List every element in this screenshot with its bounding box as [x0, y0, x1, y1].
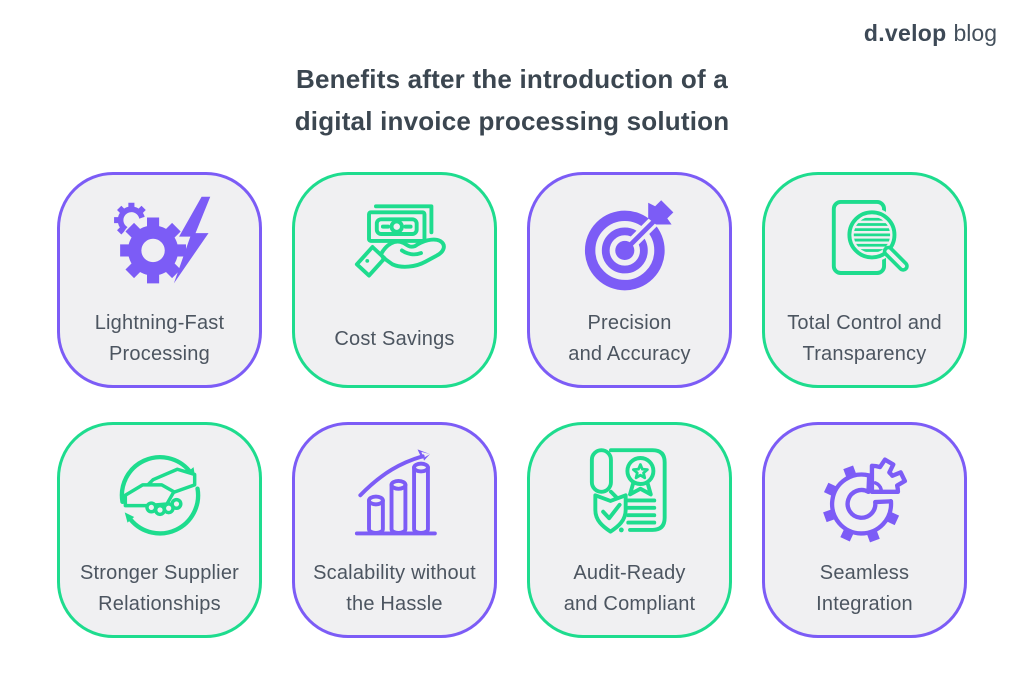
- page-title-line1: Benefits after the introduction of a: [296, 64, 728, 94]
- certificate-shield-icon: [578, 437, 682, 557]
- benefit-label: Stronger Supplier Relationships: [79, 562, 240, 615]
- target-dart-icon: [578, 187, 682, 307]
- benefit-label: Seamless Integration: [816, 562, 913, 615]
- benefit-card-seamless-integration: Seamless Integration: [762, 422, 967, 638]
- benefits-grid: Lightning-Fast Processing: [57, 172, 967, 638]
- benefit-label: Audit-Ready and Compliant: [563, 562, 696, 615]
- logo-brand-text: d.velop: [863, 20, 947, 46]
- gears-lightning-icon: [108, 187, 212, 307]
- handshake-cycle-icon: [108, 437, 212, 557]
- benefit-label: Precision and Accuracy: [568, 312, 691, 365]
- benefit-card-stronger-supplier-relationships: Stronger Supplier Relationships: [57, 422, 262, 638]
- page-title: Benefits after the introduction of a dig…: [0, 58, 1024, 142]
- benefit-label: Lightning-Fast Processing: [94, 312, 225, 365]
- benefit-label: Scalability without the Hassle: [313, 562, 476, 615]
- benefit-card-lightning-fast-processing: Lightning-Fast Processing: [57, 172, 262, 388]
- benefit-card-precision-accuracy: Precision and Accuracy: [527, 172, 732, 388]
- benefit-card-total-control-transparency: Total Control and Transparency: [762, 172, 967, 388]
- benefit-card-audit-ready-compliant: Audit-Ready and Compliant: [527, 422, 732, 638]
- benefit-card-cost-savings: Cost Savings: [292, 172, 497, 388]
- benefit-card-scalability: Scalability without the Hassle: [292, 422, 497, 638]
- benefit-label: Total Control and Transparency: [787, 312, 942, 365]
- cash-in-hand-icon: [343, 187, 447, 307]
- page-title-line2: digital invoice processing solution: [294, 106, 730, 136]
- growth-bars-arrow-icon: [343, 437, 447, 557]
- logo-suffix-text: blog: [953, 20, 997, 46]
- document-magnifier-icon: [813, 187, 917, 307]
- benefit-label: Cost Savings: [334, 327, 455, 350]
- gear-segment-icon: [813, 437, 917, 557]
